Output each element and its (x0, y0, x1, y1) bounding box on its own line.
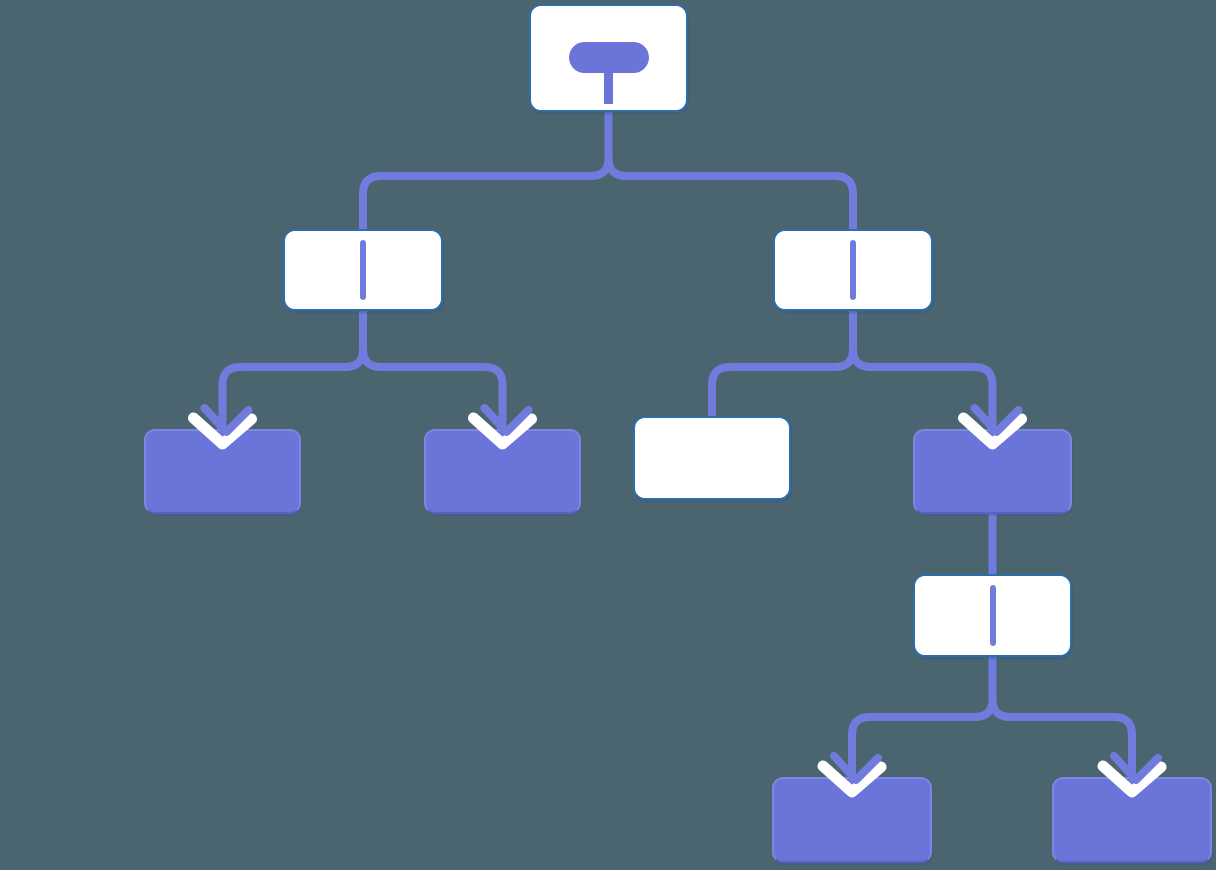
node-leaf-bottom-2[interactable] (1052, 777, 1212, 863)
node-branch-right[interactable] (773, 229, 933, 311)
node-child-right-2[interactable] (913, 429, 1072, 514)
node-leaf-left-1[interactable] (144, 429, 301, 514)
divider-bar-icon (850, 240, 856, 300)
node-branch-bottom[interactable] (913, 574, 1072, 657)
node-leaf-left-2[interactable] (424, 429, 581, 514)
node-leaf-bottom-1[interactable] (772, 777, 932, 863)
divider-bar-icon (360, 240, 366, 300)
node-branch-left[interactable] (283, 229, 443, 311)
root-topic-pill-icon (568, 42, 649, 73)
node-root[interactable] (529, 4, 688, 112)
node-child-right-1[interactable] (633, 416, 791, 500)
root-stem-icon (604, 70, 613, 104)
divider-bar-icon (989, 585, 996, 646)
